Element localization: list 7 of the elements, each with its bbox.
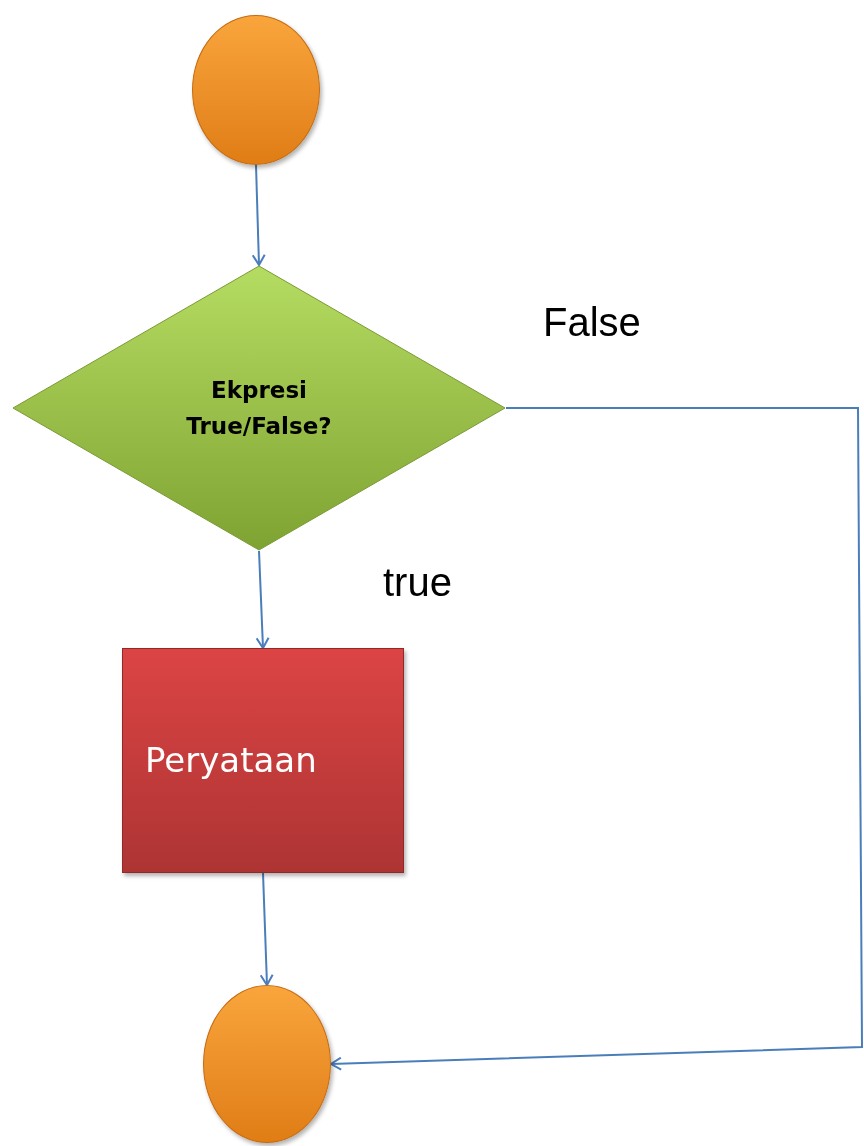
arrow	[255, 550, 270, 649]
arrow	[259, 872, 274, 986]
process-label: Peryataan	[145, 739, 317, 782]
arrow	[330, 407, 863, 1071]
decision-label: Ekpresi True/False?	[185, 376, 333, 441]
process-box	[122, 648, 404, 873]
arrow	[251, 164, 266, 266]
